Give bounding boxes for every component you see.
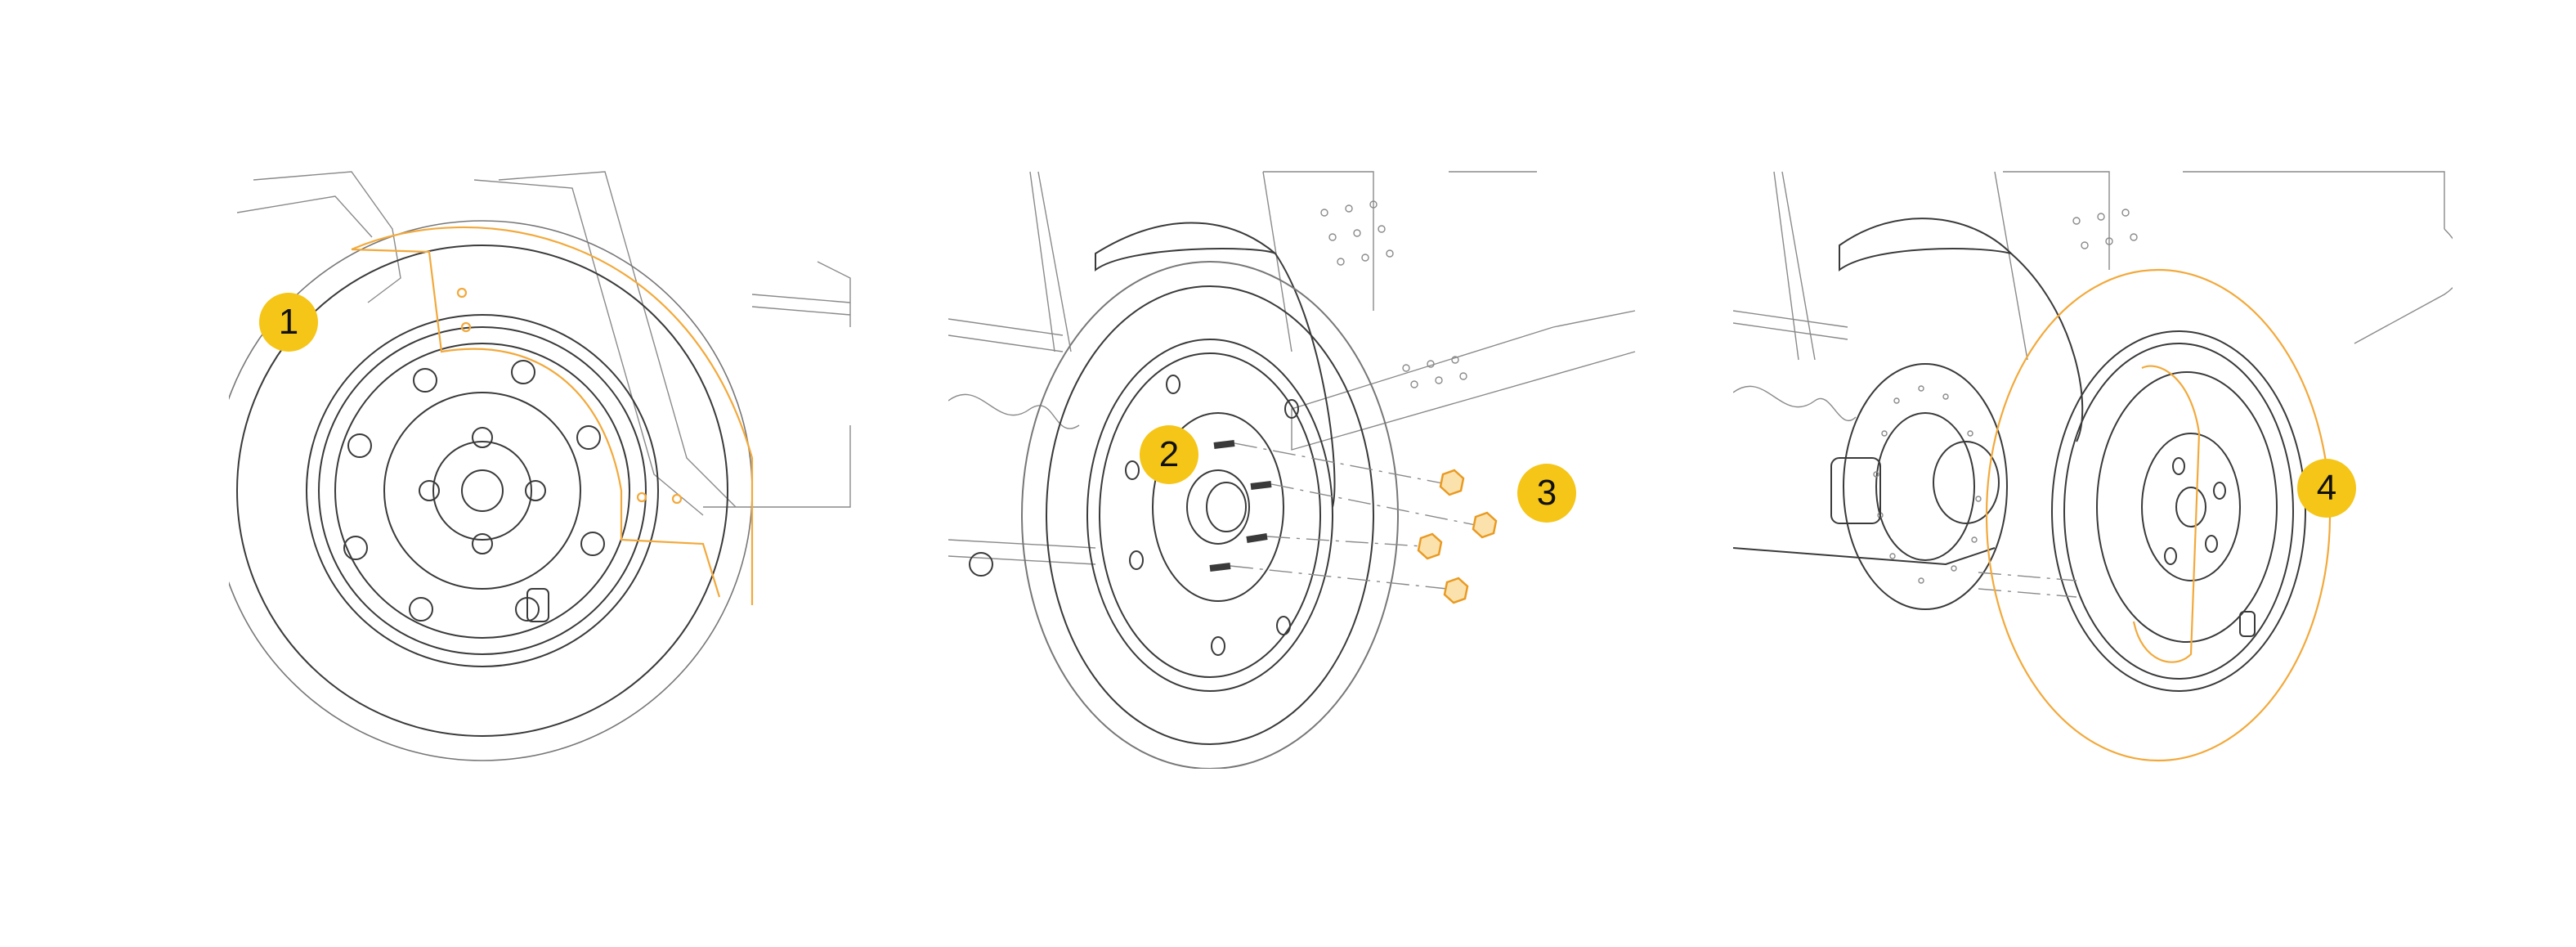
lug-nut-1 bbox=[1439, 469, 1465, 496]
step-number: 3 bbox=[1536, 473, 1557, 513]
lug-nut-3 bbox=[1417, 532, 1443, 560]
step-number: 1 bbox=[278, 302, 299, 342]
wheel-cover-illustration bbox=[229, 171, 851, 761]
step-callout-4: 4 bbox=[2297, 459, 2356, 518]
step-panel-remove-cover bbox=[229, 164, 948, 769]
step-callout-3: 3 bbox=[1517, 464, 1576, 523]
wheel-hub-illustration bbox=[948, 171, 1636, 769]
lug-nut-4 bbox=[1443, 577, 1469, 604]
step-panel-remove-nuts bbox=[948, 164, 1668, 769]
lug-nut-2 bbox=[1472, 511, 1498, 539]
step-callout-1: 1 bbox=[259, 293, 318, 352]
step-callout-2: 2 bbox=[1140, 425, 1198, 484]
step-number: 4 bbox=[2316, 468, 2337, 508]
step-number: 2 bbox=[1158, 434, 1180, 474]
